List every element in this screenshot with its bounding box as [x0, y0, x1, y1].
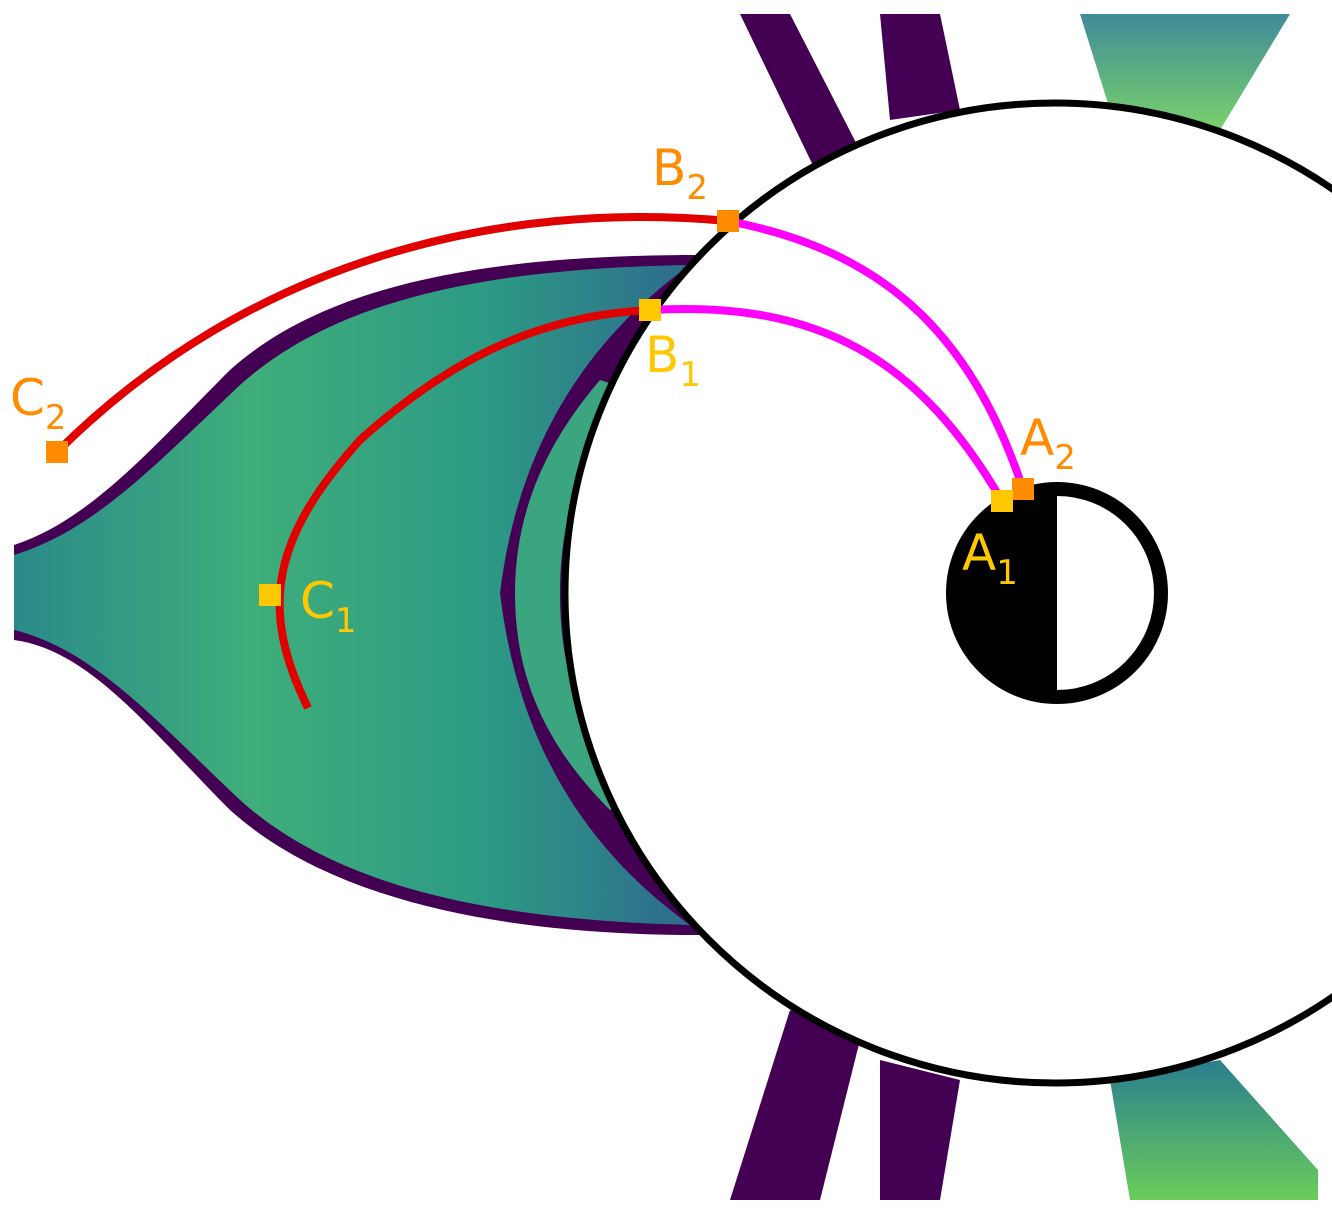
label-a2: A2 — [1020, 409, 1076, 478]
point-marker-a1 — [991, 490, 1013, 512]
point-marker-c2 — [46, 441, 68, 463]
label-c2: C2 — [10, 369, 67, 438]
label-b1: B1 — [645, 326, 701, 395]
label-c1: C1 — [300, 572, 357, 641]
inner-crescent — [515, 380, 640, 810]
point-marker-c1 — [259, 584, 281, 606]
label-a1: A1 — [962, 524, 1018, 593]
point-marker-b2 — [717, 210, 739, 232]
field-line-outer-1 — [275, 306, 651, 710]
field-line-inner-1 — [649, 305, 1006, 504]
upper-streak — [740, 14, 870, 180]
label-b2: B2 — [652, 139, 708, 208]
lower-streak — [880, 1060, 960, 1200]
field-line-outer-2 — [54, 213, 729, 455]
field-line-inner-2 — [727, 217, 1027, 491]
lower-right-beam — [1110, 1060, 1318, 1200]
point-marker-a2 — [1012, 478, 1034, 500]
earth-icon — [946, 482, 1168, 704]
upper-streak — [880, 14, 960, 120]
lower-streak — [730, 1010, 860, 1200]
point-marker-b1 — [639, 299, 661, 321]
upper-right-beam — [1080, 14, 1290, 130]
plasma-sheet-core — [14, 265, 690, 925]
